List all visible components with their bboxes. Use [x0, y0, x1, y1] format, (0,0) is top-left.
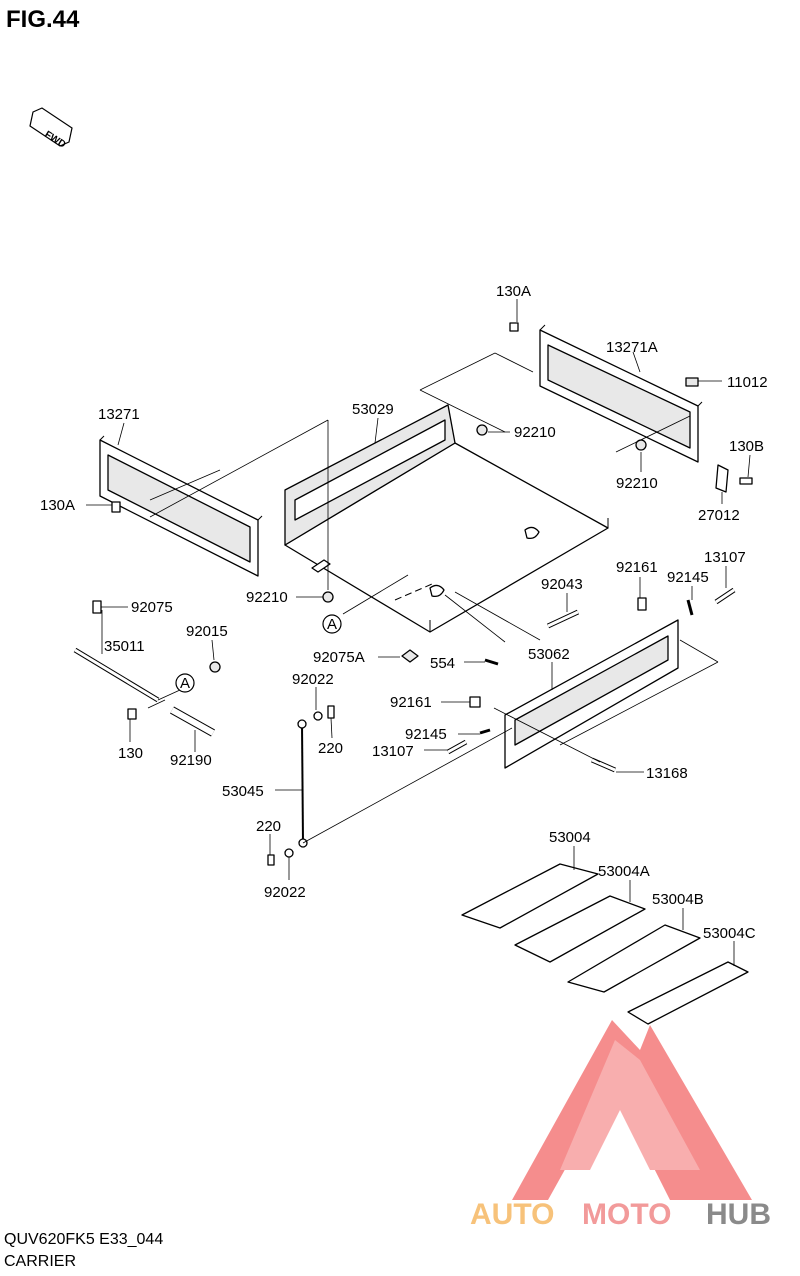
side-panel-right[interactable] [539, 324, 703, 463]
label-53004A: 53004A [598, 863, 650, 880]
label-92145-right: 92145 [667, 569, 709, 586]
pin-92145-left[interactable] [479, 728, 491, 735]
fwd-arrow-icon: FWD [29, 107, 73, 151]
label-92161-right: 92161 [616, 559, 658, 576]
label-554: 554 [430, 655, 455, 672]
label-13271A: 13271A [606, 339, 658, 356]
part-labels: 130A 13271A 11012 53029 92210 13271 130B… [40, 283, 768, 942]
label-220-top: 220 [318, 740, 343, 757]
pin-92145-right[interactable] [686, 599, 694, 616]
label-92161-left: 92161 [390, 694, 432, 711]
label-92190: 92190 [170, 752, 212, 769]
watermark-text: AUTO MOTO HUB [470, 1198, 771, 1231]
watermark-logo [512, 1020, 752, 1200]
label-92075: 92075 [131, 599, 173, 616]
label-53004B: 53004B [652, 891, 704, 908]
watermark-moto: MOTO [582, 1198, 671, 1231]
nut-92015[interactable] [209, 661, 221, 673]
label-53004C: 53004C [703, 925, 756, 942]
callout-a-bed-label: A [327, 616, 337, 633]
label-53045: 53045 [222, 783, 264, 800]
pin-92043[interactable] [546, 609, 580, 629]
tube-92190[interactable] [170, 706, 215, 737]
clip-92075A[interactable] [401, 649, 419, 663]
bolt-220-top[interactable] [327, 705, 335, 719]
cap-92075[interactable] [92, 600, 102, 614]
bolt-130B[interactable] [739, 477, 753, 485]
label-220-bottom: 220 [256, 818, 281, 835]
watermark-triangle-inner [560, 1040, 700, 1170]
hook-27012[interactable] [715, 464, 729, 493]
washer-92022-top[interactable] [313, 711, 323, 721]
label-13271: 13271 [98, 406, 140, 423]
label-11012: 11012 [727, 374, 768, 391]
pin-13107-left[interactable] [446, 739, 468, 755]
label-130B: 130B [729, 438, 764, 455]
label-35011: 35011 [104, 638, 145, 655]
label-130A-left: 130A [40, 497, 75, 514]
clip-554[interactable] [484, 658, 499, 666]
label-92022-bottom: 92022 [264, 884, 306, 901]
watermark-auto: AUTO [470, 1198, 554, 1231]
carrier-bed[interactable] [284, 404, 609, 633]
label-53029: 53029 [352, 401, 394, 418]
mat-53004A[interactable] [514, 895, 646, 963]
hinge-92161-right[interactable] [637, 597, 647, 611]
label-53004: 53004 [549, 829, 591, 846]
pin-13107-right[interactable] [714, 587, 736, 605]
label-92210-right: 92210 [616, 475, 658, 492]
bolt-130-rod[interactable] [127, 708, 137, 720]
washer-92022-bottom[interactable] [284, 848, 294, 858]
figure-title: FIG.44 [6, 6, 80, 33]
label-13168: 13168 [646, 765, 688, 782]
label-13107-left: 13107 [372, 743, 414, 760]
support-cable[interactable] [297, 719, 308, 848]
mat-53004[interactable] [461, 863, 599, 929]
nut-92210-center[interactable] [476, 424, 488, 436]
label-27012: 27012 [698, 507, 740, 524]
mat-53004C[interactable] [627, 961, 749, 1025]
label-13107-right: 13107 [704, 549, 746, 566]
label-92043: 92043 [541, 576, 583, 593]
label-92022-top: 92022 [292, 671, 334, 688]
label-92210-lower: 92210 [246, 589, 288, 606]
footer-model-code: QUV620FK5 E33_044 [4, 1231, 163, 1248]
leader-lines [86, 299, 751, 966]
callout-a-rod-label: A [180, 675, 190, 692]
watermark-hub: HUB [706, 1198, 771, 1231]
callout-a-bed: A [322, 614, 342, 634]
label-130A-top: 130A [496, 283, 531, 300]
hinge-92161-left[interactable] [469, 696, 481, 708]
cap-11012[interactable] [685, 377, 699, 387]
bolt-220-bottom[interactable] [267, 854, 275, 866]
label-53062: 53062 [528, 646, 570, 663]
footer-section: CARRIER [4, 1253, 76, 1270]
mat-53004B[interactable] [567, 924, 701, 993]
spring-13168[interactable] [591, 757, 616, 773]
tailgate[interactable] [504, 619, 679, 769]
label-92210-center: 92210 [514, 424, 556, 441]
nut-92210-lower[interactable] [322, 591, 334, 603]
label-130: 130 [118, 745, 143, 762]
callout-a-rod: A [175, 673, 195, 693]
label-92145-left: 92145 [405, 726, 447, 743]
bolt-130A-top[interactable] [509, 322, 519, 332]
label-92075A: 92075A [313, 649, 365, 666]
side-panel-left[interactable] [99, 435, 263, 577]
bolt-130A-left[interactable] [111, 501, 121, 513]
label-92015: 92015 [186, 623, 228, 640]
lever-rod[interactable] [73, 647, 160, 703]
